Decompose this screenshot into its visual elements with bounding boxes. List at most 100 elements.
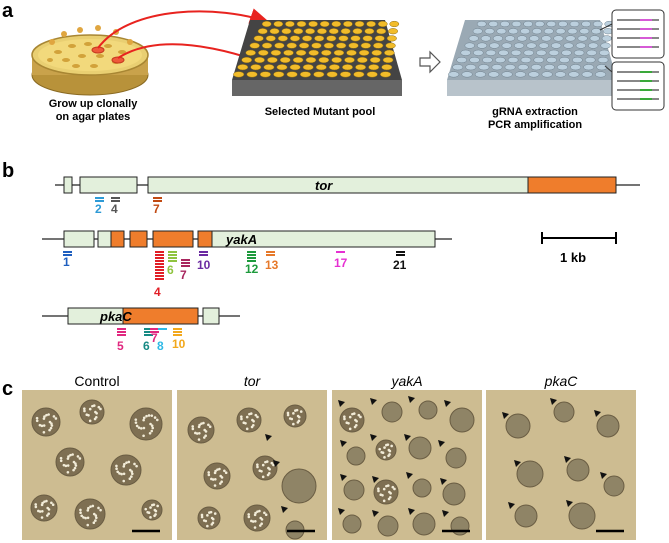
plate-well <box>563 42 574 49</box>
photo-title-yakA: yakA <box>391 373 423 389</box>
colony-photo-tor <box>177 390 327 540</box>
plate-well <box>496 28 507 35</box>
colony <box>450 516 470 536</box>
plate-well <box>358 49 370 56</box>
colony <box>110 454 142 486</box>
plate-well <box>326 71 338 78</box>
plate-well <box>380 71 392 78</box>
plate-well <box>584 56 596 64</box>
plate-well <box>350 35 361 42</box>
arrowhead-marker <box>372 510 379 517</box>
plate-well <box>336 42 347 49</box>
plate-well <box>595 71 607 78</box>
arrowhead-marker <box>370 434 377 441</box>
plate-well <box>385 42 396 49</box>
plate-well <box>565 35 576 42</box>
plate-well <box>551 42 562 49</box>
colony <box>445 447 467 469</box>
panel-label-a: a <box>2 0 14 22</box>
plate-well <box>579 28 590 35</box>
plate-well <box>541 35 552 42</box>
plate-well <box>507 56 519 64</box>
plate-well <box>263 64 275 71</box>
colony <box>449 407 475 433</box>
plate-well <box>468 35 479 42</box>
plate-well <box>599 49 610 56</box>
plate-well <box>246 71 258 78</box>
plate-well <box>543 64 555 71</box>
caption-pool: Selected Mutant pool <box>264 106 376 118</box>
transfer-arrow-1 <box>97 8 270 49</box>
colony <box>339 407 365 433</box>
plate-well <box>554 71 567 78</box>
plate-well <box>257 28 268 35</box>
plate-well <box>504 35 516 42</box>
yakA-mark-label-17: 17 <box>334 256 348 270</box>
plate-well <box>498 49 509 56</box>
plate-well <box>354 20 365 28</box>
plate-well <box>476 20 487 28</box>
colony-photo-control <box>22 390 172 540</box>
plate-well <box>353 71 365 78</box>
plate-well <box>472 28 483 35</box>
plate-well <box>270 49 282 56</box>
plate-well <box>520 56 532 64</box>
plate-well <box>366 20 376 28</box>
plate-well <box>600 42 611 49</box>
arrowhead-marker <box>281 506 288 513</box>
plate-well <box>389 20 400 28</box>
plate-well <box>500 20 510 28</box>
plate-well <box>538 42 549 49</box>
plate-well <box>328 28 339 35</box>
colony <box>197 506 221 530</box>
plate-well <box>528 71 540 78</box>
plate-well <box>373 42 384 49</box>
gene-name-pkaC: pkaC <box>100 309 132 324</box>
colony <box>283 404 307 428</box>
plate-well <box>488 71 500 78</box>
arrowhead-marker <box>372 476 379 483</box>
colony <box>408 436 432 460</box>
plate-well <box>276 64 288 71</box>
plate-well <box>295 49 307 56</box>
plate-well <box>476 42 488 49</box>
plate-well <box>581 20 591 28</box>
plate-well <box>581 71 593 78</box>
plate-well <box>514 71 527 78</box>
plate-well <box>283 49 294 56</box>
plate-well <box>536 49 547 56</box>
plate-well <box>331 20 342 28</box>
plate-well <box>464 42 475 49</box>
plate-well <box>482 56 493 64</box>
plate-well <box>520 28 531 35</box>
scale-bar <box>541 232 617 244</box>
sequence-callout-bottom <box>604 61 665 111</box>
yakA-mark-label-6: 6 <box>167 263 174 277</box>
colony <box>129 407 163 441</box>
caption-extraction-line1: gRNA extraction <box>492 106 578 118</box>
plate-well <box>596 64 608 71</box>
plate-well <box>567 28 578 35</box>
plate-well <box>469 56 480 64</box>
colony <box>243 504 271 532</box>
plate-well <box>526 42 537 49</box>
plate-well <box>261 20 272 28</box>
pkaC-mark-label-5: 5 <box>117 339 124 353</box>
arrowhead-marker <box>566 500 573 507</box>
arrowhead-marker <box>340 474 347 481</box>
plate-well <box>254 56 265 64</box>
arrowhead-marker <box>594 410 601 417</box>
plate-well <box>286 42 297 49</box>
plate-well <box>289 64 301 71</box>
colony <box>236 407 262 433</box>
plate-well <box>569 20 580 28</box>
yakA-mark-label-10: 10 <box>197 258 211 272</box>
colony <box>377 515 399 537</box>
colony <box>342 514 362 534</box>
plate-well <box>568 71 580 78</box>
plate-well <box>572 56 583 64</box>
plate-well <box>258 49 269 56</box>
plate-well <box>492 35 503 42</box>
colony <box>343 479 365 501</box>
plate-well <box>259 71 271 78</box>
